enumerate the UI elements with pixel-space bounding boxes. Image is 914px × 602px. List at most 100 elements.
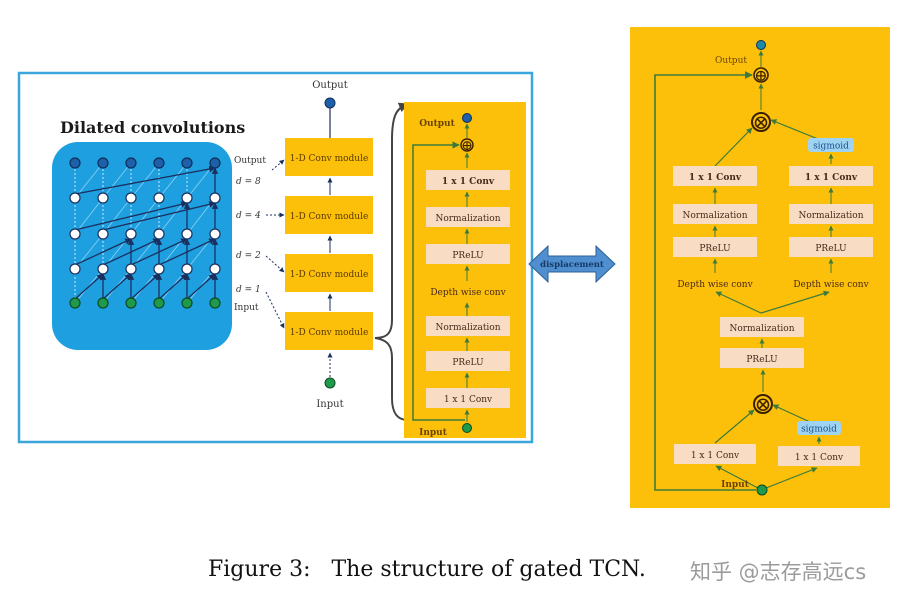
dilation-edge bbox=[158, 238, 216, 266]
dilation-edge bbox=[102, 273, 132, 300]
module-block bbox=[426, 207, 510, 227]
grid-guide-line bbox=[102, 162, 132, 199]
grid-guide-line bbox=[74, 162, 104, 199]
module-block-label: 1 x 1 Conv bbox=[442, 177, 495, 187]
grid-guide-line bbox=[130, 197, 160, 235]
block-label: 1 x 1 Conv bbox=[691, 451, 740, 461]
hidden-node bbox=[69, 228, 81, 240]
expand-brace-lower bbox=[374, 337, 409, 421]
input-node bbox=[125, 297, 137, 309]
gated-input-node bbox=[756, 484, 768, 496]
hidden-node bbox=[125, 192, 137, 204]
gated-block-label: PReLU bbox=[699, 244, 731, 254]
stack-input-node bbox=[324, 377, 336, 389]
conv-module: 1-D Conv module bbox=[285, 196, 373, 234]
module-block-label: 1 x 1 Conv bbox=[444, 395, 493, 405]
caption-text: The structure of gated TCN. bbox=[331, 557, 646, 582]
dilation-label-1: d = 1 bbox=[236, 285, 261, 295]
conv-module-label: 1-D Conv module bbox=[290, 154, 369, 164]
output-node bbox=[181, 157, 193, 169]
pointer-d1 bbox=[265, 291, 285, 329]
hidden-node bbox=[209, 228, 221, 240]
watermark: 知乎 @志存高远cs bbox=[690, 560, 867, 584]
gated-block-label: Depth wise conv bbox=[793, 280, 869, 290]
conv-module-label: 1-D Conv module bbox=[290, 270, 369, 280]
conv-module: 1-D Conv module bbox=[285, 312, 373, 350]
hidden-node bbox=[69, 192, 81, 204]
module-block bbox=[426, 244, 510, 264]
dilation-edge bbox=[102, 201, 216, 231]
gated-input-label: Input bbox=[721, 480, 750, 490]
module-output-label: Output bbox=[419, 119, 455, 129]
module-block-label: Normalization bbox=[435, 323, 500, 333]
gated-block bbox=[673, 166, 757, 186]
caption-label: Figure 3: bbox=[208, 557, 311, 582]
output-node bbox=[97, 157, 109, 169]
displacement-label: displacement bbox=[540, 260, 604, 270]
dilation-label-2: d = 2 bbox=[236, 251, 261, 261]
input-node bbox=[181, 297, 193, 309]
dilated-conv-grid bbox=[69, 157, 221, 309]
hidden-node bbox=[181, 192, 193, 204]
gated-mul-symbol-bottom: ⊗ bbox=[755, 392, 772, 416]
module-block bbox=[426, 316, 510, 336]
gated-shared-norm: Normalization bbox=[720, 317, 804, 337]
block-label: PReLU bbox=[746, 355, 778, 365]
gated-mul-node-top bbox=[751, 112, 771, 132]
hidden-node bbox=[125, 228, 137, 240]
input-node bbox=[69, 297, 81, 309]
gated-block-label: PReLU bbox=[815, 244, 847, 254]
hidden-node bbox=[181, 263, 193, 275]
output-node bbox=[209, 157, 221, 169]
module-output-node bbox=[462, 113, 472, 123]
hidden-node bbox=[153, 192, 165, 204]
block-label: 1 x 1 Conv bbox=[795, 453, 844, 463]
gated-bottom-conv-left: 1 x 1 Conv bbox=[674, 444, 756, 464]
gated-arrow bbox=[772, 404, 811, 423]
dilation-edge bbox=[74, 273, 104, 300]
sigmoid-gate-top bbox=[808, 138, 854, 152]
hidden-node bbox=[209, 263, 221, 275]
gated-block bbox=[673, 204, 757, 224]
gated-mul-node-bottom bbox=[753, 394, 773, 414]
grid-guide-line bbox=[74, 197, 104, 235]
conv-module-label: 1-D Conv module bbox=[290, 328, 369, 338]
module-block-label: Normalization bbox=[435, 214, 500, 224]
gated-arrow bbox=[715, 291, 762, 314]
input-node bbox=[209, 297, 221, 309]
stack-output-label: Output bbox=[312, 80, 348, 91]
gated-block-label: Depth wise conv bbox=[677, 280, 753, 290]
add-symbol: ⊕ bbox=[461, 138, 473, 154]
dilation-edge bbox=[102, 238, 160, 266]
figure-caption: Figure 3: The structure of gated TCN. bbox=[208, 557, 646, 582]
module-block-label: Depth wise conv bbox=[430, 288, 506, 298]
dilated-input-label: Input bbox=[234, 303, 259, 313]
gated-add-symbol: ⊕ bbox=[754, 66, 767, 85]
pointer-d8 bbox=[271, 159, 285, 171]
sigmoid-gate-bottom bbox=[797, 421, 841, 435]
sigmoid-bottom-label: sigmoid bbox=[801, 425, 837, 435]
dilated-output-label: Output bbox=[234, 156, 266, 166]
dilation-edge bbox=[74, 238, 132, 266]
module-block-label: PReLU bbox=[452, 358, 484, 368]
conv-module-label: 1-D Conv module bbox=[290, 212, 369, 222]
hidden-node bbox=[209, 192, 221, 204]
dilation-edge bbox=[74, 201, 188, 231]
gated-shared-prelu: PReLU bbox=[720, 348, 804, 368]
module-block bbox=[426, 170, 510, 190]
hidden-node bbox=[153, 263, 165, 275]
gated-arrow bbox=[765, 467, 818, 489]
module-add-node bbox=[460, 138, 474, 152]
gated-block bbox=[789, 237, 873, 257]
displacement-arrow bbox=[528, 244, 616, 284]
sigmoid-top-label: sigmoid bbox=[813, 142, 849, 152]
input-node bbox=[153, 297, 165, 309]
input-node bbox=[97, 297, 109, 309]
hidden-node bbox=[181, 228, 193, 240]
dilation-edge bbox=[186, 273, 216, 300]
hidden-node bbox=[69, 263, 81, 275]
gated-block-label: Normalization bbox=[682, 211, 747, 221]
